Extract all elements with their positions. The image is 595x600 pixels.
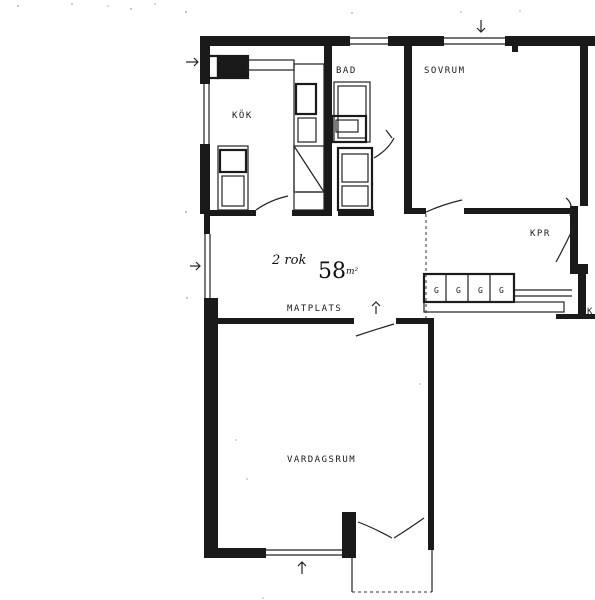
closet-label: G [499,286,504,295]
balcony [351,517,433,593]
bathroom-fixtures [330,81,395,212]
closet-label: G [434,286,439,295]
interior-walls [210,46,595,324]
apartment-area: 58 [318,259,346,284]
arrow-bottom-icon [297,561,307,574]
kitchen-fixtures [217,59,325,211]
arrow-top-icon [476,20,486,33]
apartment-rooms: 2 rok [271,253,306,268]
closets-row [422,272,572,313]
apartment-area-unit: m² [346,267,359,277]
hall-door [355,323,395,337]
room-label-bedroom: SOVRUM [424,66,466,76]
closet-label: G [456,286,461,295]
room-label-wardrobe: KPR [530,229,551,239]
room-label-bathroom: BAD [336,66,357,76]
wardrobe-door [555,225,575,263]
arrow-left-mid-icon [190,261,201,271]
closet-label: G [478,286,483,295]
scan-noise [17,3,521,599]
room-label-kitchen: KÖK [232,110,253,121]
outer-walls [200,36,595,558]
room-label-cut-off: K [587,307,594,317]
bedroom-door [425,197,572,318]
arrow-hall-icon [371,301,381,314]
entrance-arrows [186,20,486,574]
arrow-left-top-icon [186,57,199,67]
room-label-dining: MATPLATS [287,304,342,314]
room-label-living: VARDAGSRUM [287,455,356,465]
